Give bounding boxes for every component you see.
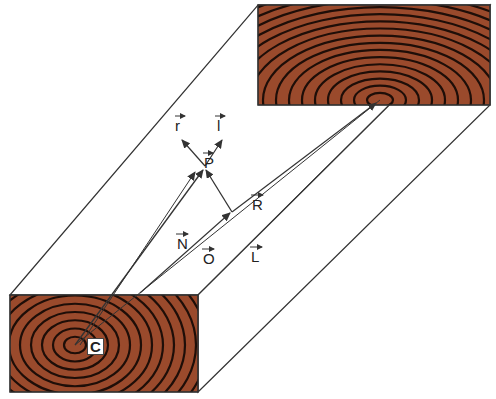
growth-ring	[258, 5, 490, 105]
vector-label: L	[251, 249, 259, 264]
growth-ring	[367, 93, 393, 105]
growth-ring	[276, 43, 484, 105]
growth-ring	[258, 14, 490, 105]
growth-ring	[258, 5, 490, 105]
growth-ring	[258, 21, 490, 105]
growth-ring	[354, 86, 406, 105]
growth-ring	[328, 71, 432, 105]
growth-ring	[10, 295, 174, 392]
point-label: C	[87, 338, 104, 355]
vector-label: r	[175, 118, 180, 133]
vector-label: P	[204, 155, 214, 170]
growth-ring	[302, 57, 458, 105]
growth-ring	[341, 79, 419, 105]
growth-ring	[258, 7, 490, 105]
growth-ring	[10, 295, 185, 392]
growth-ring	[315, 64, 445, 105]
vector-label: l	[217, 118, 220, 133]
vector-label: R	[252, 197, 263, 212]
growth-ring	[10, 295, 163, 392]
growth-ring	[258, 5, 490, 105]
growth-ring	[258, 5, 490, 105]
vector-label: O	[203, 251, 215, 266]
growth-ring	[258, 29, 490, 106]
growth-ring	[258, 5, 490, 105]
vector-label: N	[177, 236, 188, 251]
growth-ring	[289, 50, 471, 105]
